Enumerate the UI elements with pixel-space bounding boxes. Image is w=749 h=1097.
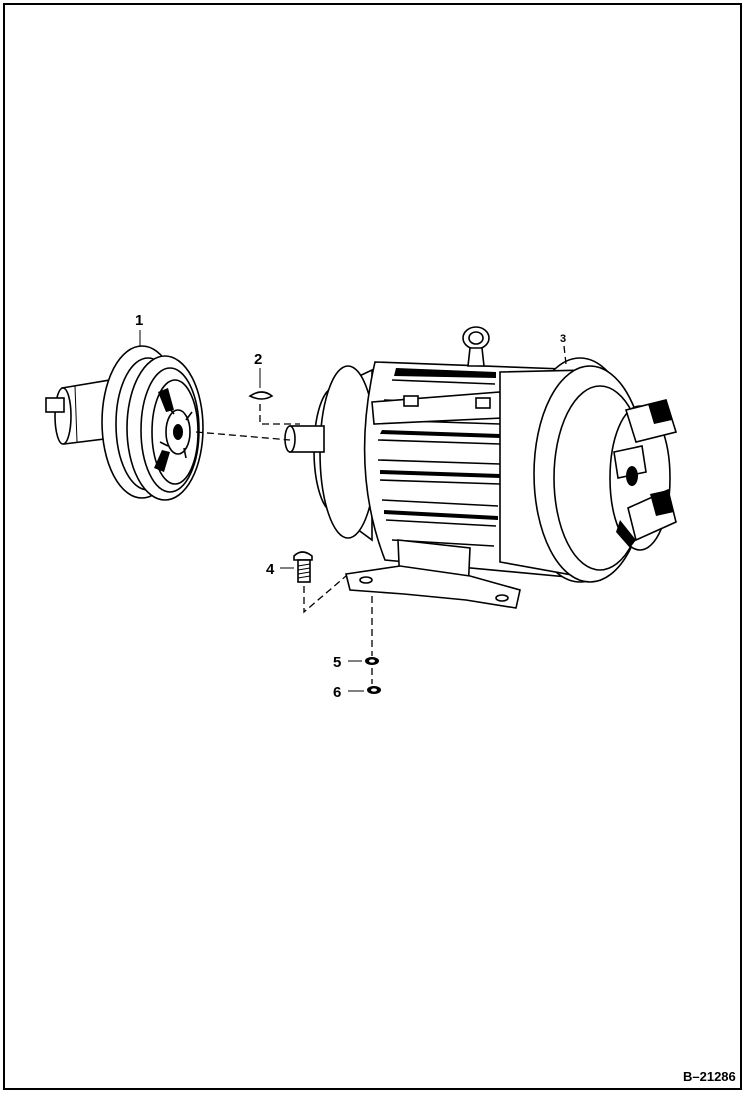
key-part xyxy=(248,368,274,400)
callout-3: 3 xyxy=(560,333,566,345)
pulley-assembly xyxy=(45,345,204,501)
page-border xyxy=(3,3,742,1090)
callout-2: 2 xyxy=(254,351,262,368)
washer-part xyxy=(365,657,379,665)
callout-5: 5 xyxy=(333,654,341,671)
figure-id: B–21286 xyxy=(683,1069,736,1084)
nut-part xyxy=(367,686,381,694)
callout-6: 6 xyxy=(333,684,341,701)
assembly-center-lines xyxy=(195,345,567,684)
electric-motor xyxy=(284,326,678,609)
callout-4: 4 xyxy=(266,561,275,578)
leader-lines xyxy=(139,330,364,692)
callout-1: 1 xyxy=(135,312,143,329)
bolt-part xyxy=(293,551,313,583)
